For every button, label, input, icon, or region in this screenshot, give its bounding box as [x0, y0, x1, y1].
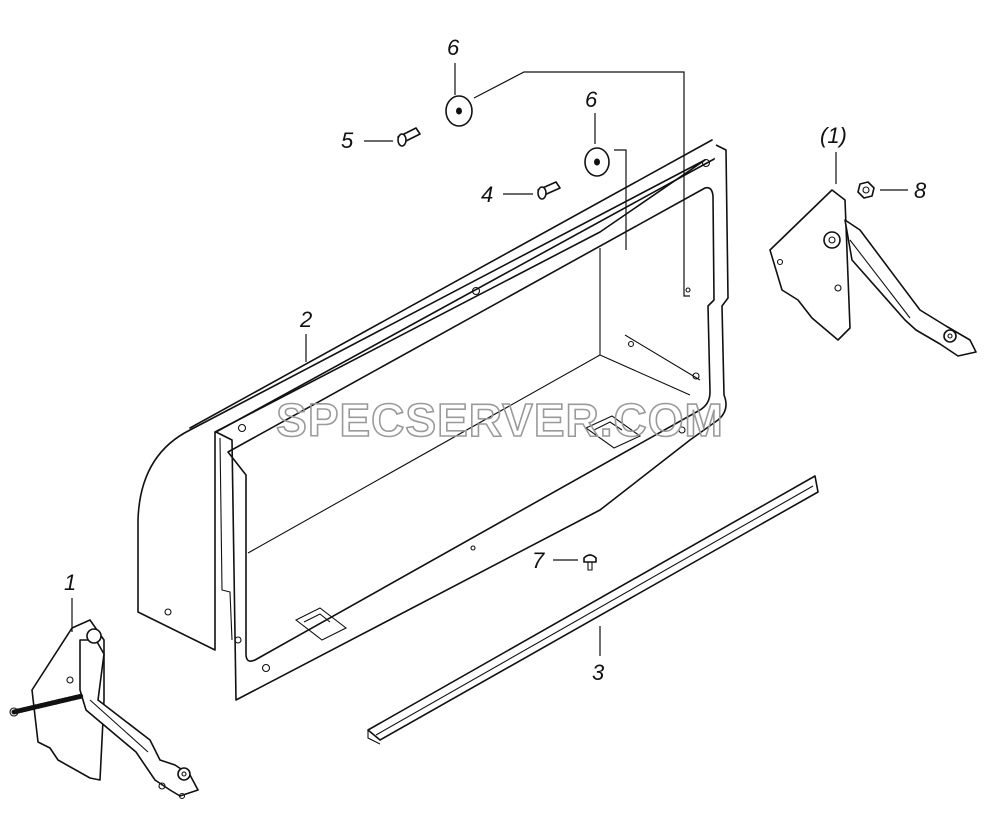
label-1-paren: (1): [820, 123, 847, 148]
rivet-7: [583, 554, 597, 571]
nut-8: [857, 181, 875, 199]
glove-box-body: [137, 139, 729, 701]
label-4: 4: [481, 182, 493, 207]
leader-lines: [71, 63, 908, 656]
trim-strip: [367, 475, 819, 745]
washer-6-lower: [584, 147, 610, 177]
label-1: 1: [64, 570, 76, 595]
spring: [9, 693, 85, 717]
hinge-left: [9, 619, 199, 800]
label-6-upper: 6: [447, 35, 460, 60]
screw-4: [537, 181, 561, 200]
label-6-lower: 6: [585, 87, 598, 112]
washer-6-upper: [445, 95, 473, 127]
label-5: 5: [341, 128, 354, 153]
screw-5: [397, 127, 421, 147]
label-7: 7: [532, 548, 545, 573]
label-3: 3: [592, 660, 605, 685]
label-2: 2: [299, 307, 312, 332]
hinge-right: [769, 189, 977, 357]
label-8: 8: [914, 178, 927, 203]
watermark: SPECSERVER.COM: [276, 394, 724, 446]
